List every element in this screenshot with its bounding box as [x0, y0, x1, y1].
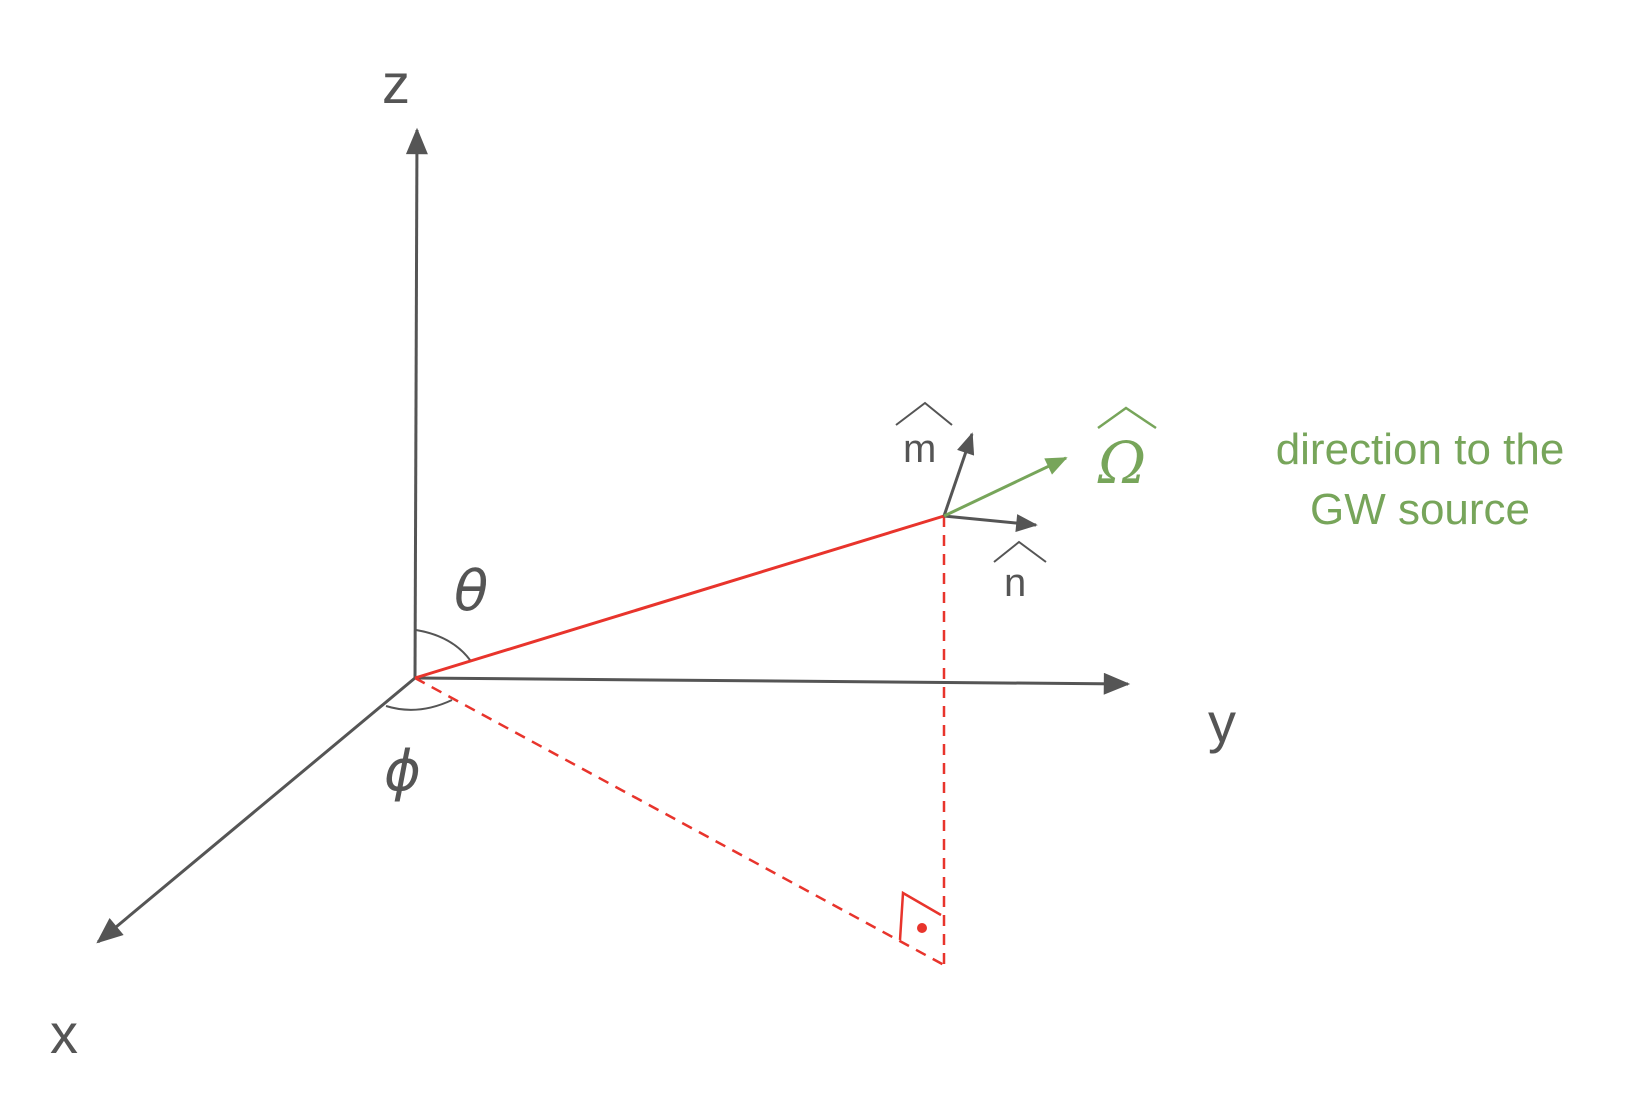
z-axis-label: z — [382, 52, 410, 115]
m-hat-label-group: m — [895, 401, 953, 471]
omega-hat-caret — [1097, 406, 1157, 430]
source-direction-note-line1: direction to the — [1276, 425, 1565, 474]
theta-arc — [415, 629, 471, 661]
position-vector — [414, 514, 945, 680]
position-vector-group — [414, 514, 946, 967]
m-hat-caret — [895, 401, 953, 426]
phi-arc — [385, 699, 453, 711]
local-frame-vectors — [942, 432, 1068, 533]
right-angle-dot — [917, 923, 927, 933]
y-axis — [414, 672, 1131, 695]
x-axis-label: x — [50, 1002, 78, 1065]
xy-plane-projection-line — [414, 676, 945, 967]
n-hat-caret — [993, 540, 1047, 563]
y-axis-label: y — [1208, 691, 1236, 754]
m-hat-vector — [942, 432, 975, 517]
z-axis — [405, 127, 428, 679]
theta-label: θ — [454, 559, 488, 624]
right-angle-marker — [898, 890, 942, 941]
n-hat-label-group: n — [993, 540, 1047, 605]
n-hat-vector — [943, 514, 1038, 533]
phi-label: ϕ — [384, 739, 421, 804]
x-axis — [96, 676, 416, 944]
m-hat-label: m — [903, 427, 936, 471]
omega-hat-label-group: Ω — [1097, 406, 1157, 497]
omega-hat-label: Ω — [1097, 429, 1146, 497]
omega-hat-vector — [943, 456, 1068, 518]
axes — [96, 127, 1131, 944]
source-direction-note-line2: GW source — [1310, 485, 1530, 534]
n-hat-label: n — [1004, 561, 1026, 605]
